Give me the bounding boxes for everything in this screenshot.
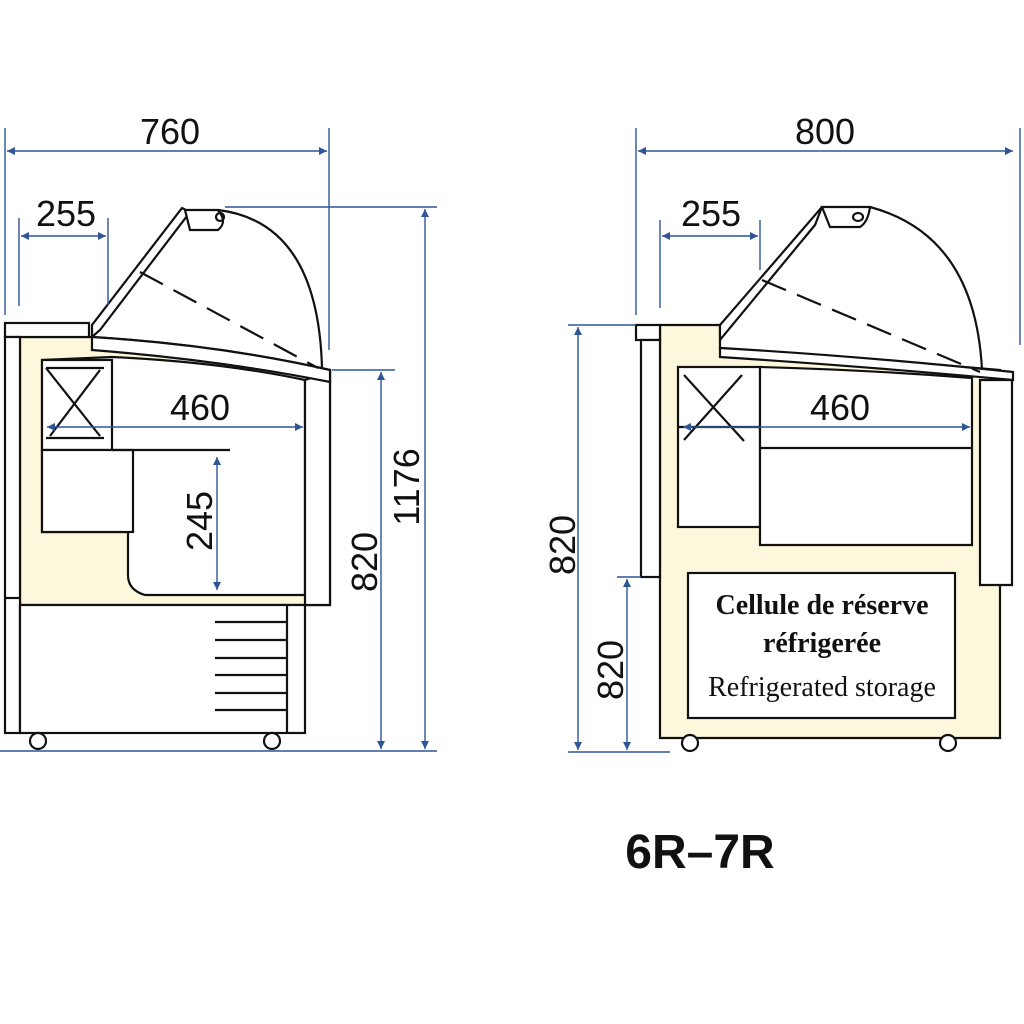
- model-title: 6R–7R: [625, 826, 774, 879]
- storage-label-fr-line2: réfrigerée: [763, 628, 881, 659]
- right-dimensions: 800 255 460 820 820: [542, 111, 1021, 753]
- dim-well-width: 460: [170, 387, 230, 428]
- storage-label-en: Refrigerated storage: [708, 672, 936, 703]
- wheel-icon: [262, 731, 282, 751]
- wheel-icon: [680, 733, 700, 753]
- left-unit-drawing: [3, 206, 332, 751]
- wheel-icon: [938, 733, 958, 753]
- storage-label-box: [686, 571, 957, 720]
- dim-top-opening: 255: [36, 193, 96, 234]
- dim-overall-depth: 760: [140, 111, 200, 152]
- left-dimensions: 760 255 460 245 820 1176: [0, 111, 437, 752]
- dim-counter-height: 820: [542, 515, 583, 575]
- right-unit-drawing: Cellule de réserve réfrigerée Refrigerat…: [634, 205, 1015, 753]
- dim-well-depth: 245: [179, 491, 220, 551]
- dim-counter-height: 820: [344, 532, 385, 592]
- dim-storage-height: 820: [590, 640, 631, 700]
- dim-top-opening: 255: [681, 193, 741, 234]
- louvers: [215, 620, 287, 712]
- dim-well-width: 460: [810, 387, 870, 428]
- storage-label-fr-line1: Cellule de réserve: [715, 590, 928, 621]
- dim-total-height: 1176: [386, 448, 427, 525]
- wheel-icon: [28, 731, 48, 751]
- dim-overall-depth: 800: [795, 111, 855, 152]
